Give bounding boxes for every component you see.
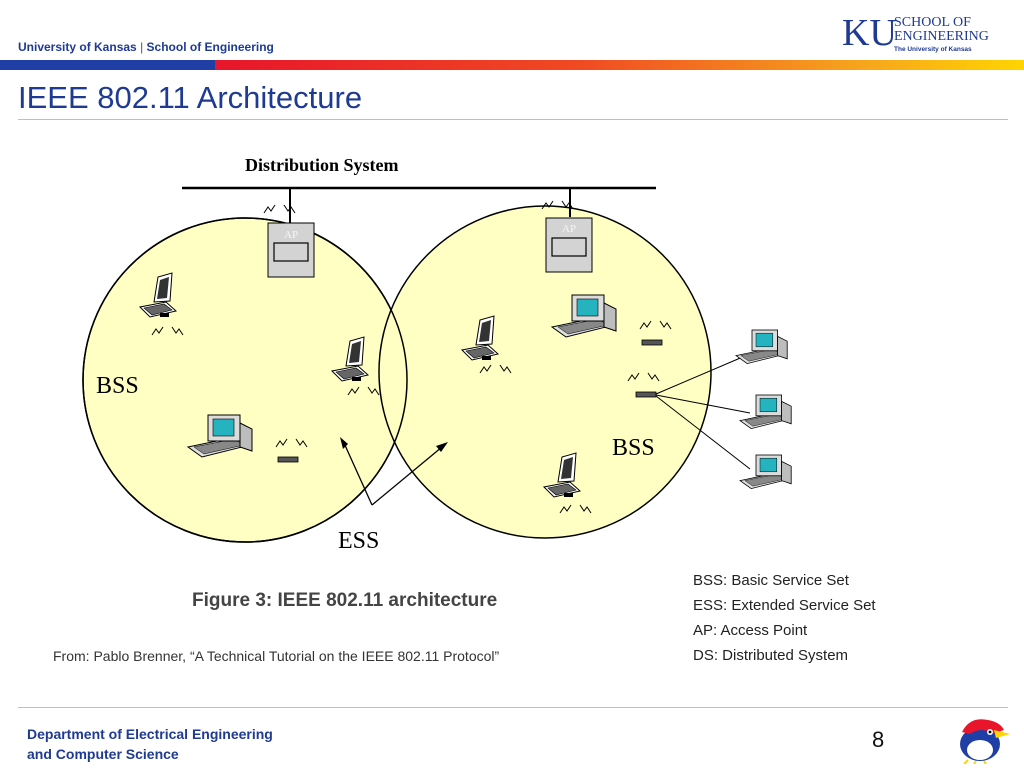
logo-line1: SCHOOL OF <box>894 15 971 30</box>
ess-arrow-right <box>371 446 443 506</box>
slide-title: IEEE 802.11 Architecture <box>18 80 363 115</box>
color-bar-gradient <box>215 60 1024 70</box>
ap-right-label: AP <box>562 223 576 235</box>
architecture-diagram: Distribution System AP AP <box>82 155 792 554</box>
desktop-station-5 <box>739 454 792 490</box>
acronym-glossary: BSS: Basic Service Set ESS: Extended Ser… <box>693 568 876 668</box>
access-point-left: AP <box>263 204 315 278</box>
org-primary: University of Kansas <box>18 40 137 54</box>
bss-left-label: BSS <box>96 373 139 399</box>
page-number: 8 <box>872 727 885 752</box>
jayhawk-mascot-icon <box>960 719 1010 764</box>
logo-line3: The University of Kansas <box>894 46 972 53</box>
org-separator: | <box>140 40 144 54</box>
ess-label: ESS <box>338 528 379 554</box>
department-line1: Department of Electrical Engineering <box>27 726 273 742</box>
bss-right-label: BSS <box>612 435 655 461</box>
access-point-right: AP <box>541 200 593 273</box>
figure-caption: Figure 3: IEEE 802.11 architecture <box>192 590 498 611</box>
ku-engineering-logo: KU SCHOOL OF ENGINEERING The University … <box>842 12 989 54</box>
org-secondary: School of Engineering <box>146 40 274 54</box>
color-bar-blue <box>0 60 215 70</box>
header-organization: University of Kansas | School of Enginee… <box>18 40 274 54</box>
footer-department: Department of Electrical Engineering and… <box>27 724 357 764</box>
glossary-item-ds: DS: Distributed System <box>693 647 849 664</box>
ap-left-label: AP <box>284 229 298 241</box>
distribution-system-label: Distribution System <box>245 155 399 175</box>
desktop-station-4 <box>739 394 792 430</box>
logo-line2: ENGINEERING <box>894 29 989 44</box>
ess-arrow-left <box>343 442 373 506</box>
header-color-bar <box>0 60 1024 70</box>
glossary-item-ess: ESS: Extended Service Set <box>693 597 876 614</box>
department-line2: and Computer Science <box>27 746 179 762</box>
logo-initials: KU <box>842 12 897 54</box>
figure-source: From: Pablo Brenner, “A Technical Tutori… <box>53 648 500 664</box>
footer-divider <box>18 707 1008 708</box>
glossary-item-bss: BSS: Basic Service Set <box>693 572 849 589</box>
bss-right-circle <box>378 205 712 539</box>
desktop-station-3 <box>735 329 788 365</box>
title-divider <box>18 119 1008 120</box>
glossary-item-ap: AP: Access Point <box>693 622 808 639</box>
